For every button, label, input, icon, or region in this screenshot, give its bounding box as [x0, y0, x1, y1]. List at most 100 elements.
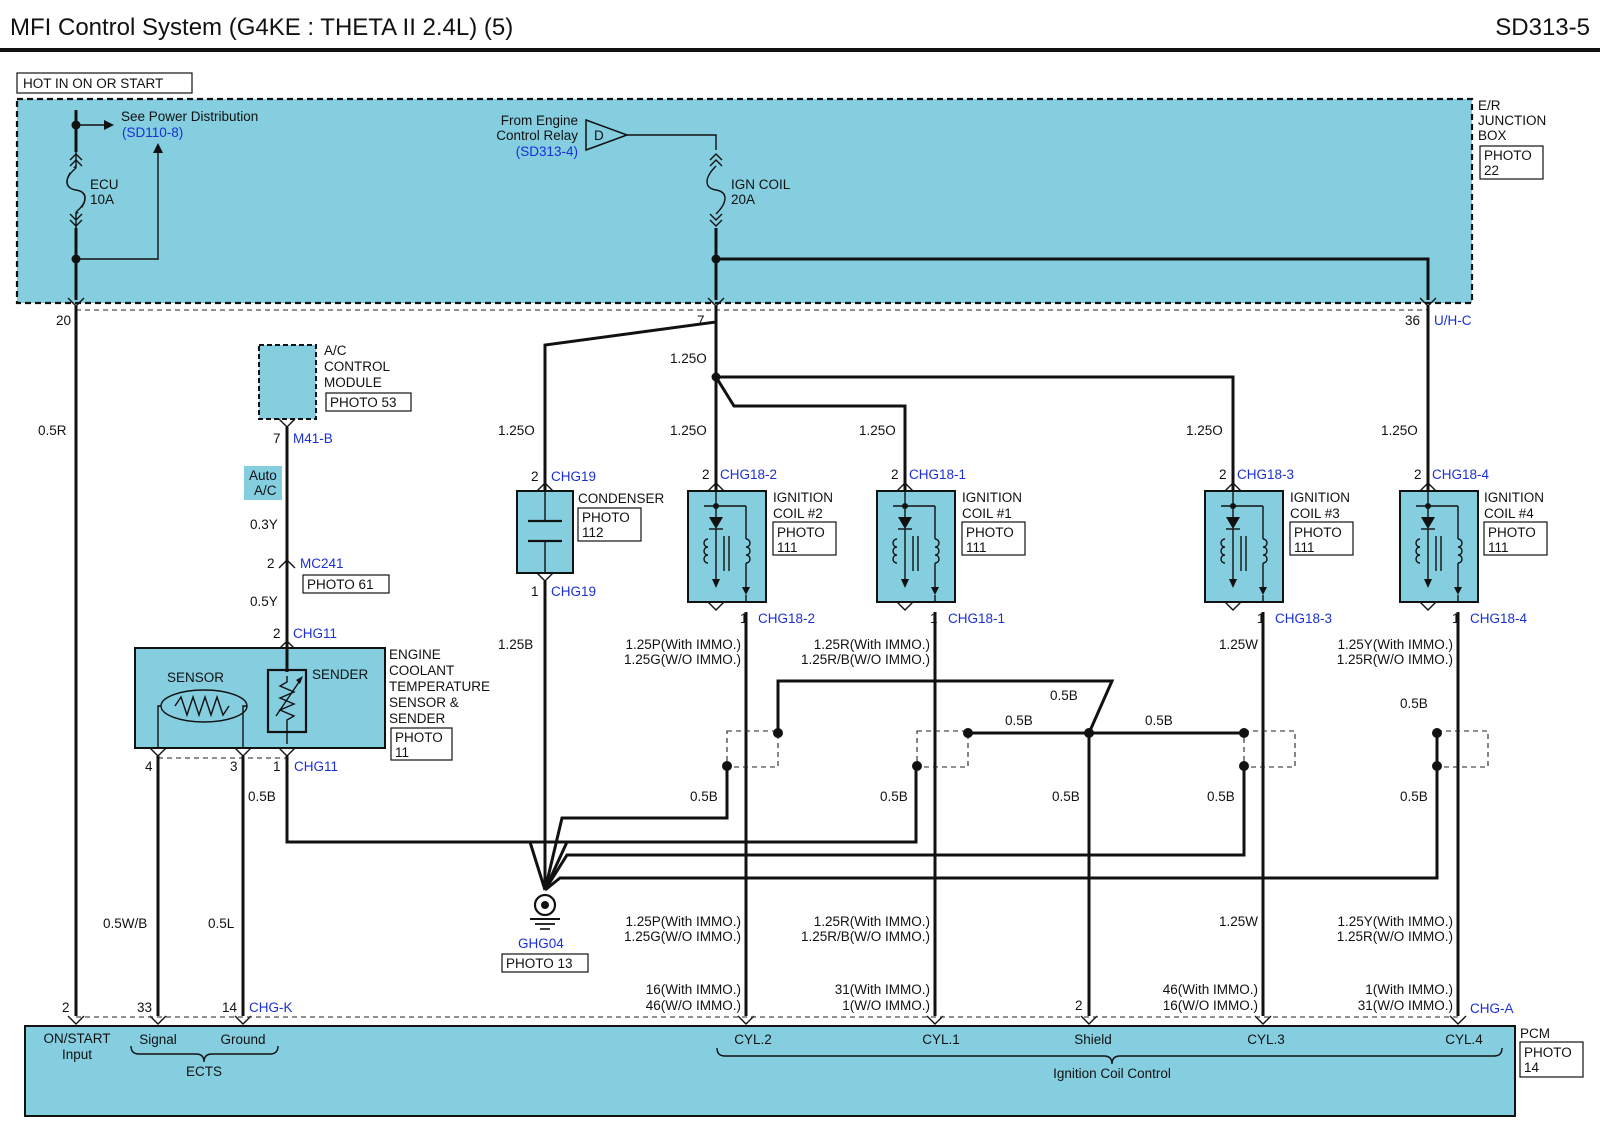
page-title: MFI Control System (G4KE : THETA II 2.4L… [10, 14, 513, 41]
wire-05B-ects: 0.5B [248, 789, 276, 804]
junction-box-label-1: E/R [1478, 98, 1501, 113]
wire-p-1-top: 1.25P(With IMMO.) [625, 637, 741, 652]
wire-125O-c3: 1.25O [1186, 423, 1223, 438]
wire-125O-cond: 1.25O [498, 423, 535, 438]
pcm-conn-k[interactable]: CHG-K [249, 1000, 293, 1015]
coil2-label-2: COIL #2 [773, 506, 823, 521]
wire-05B-shield-l: 0.5B [1005, 713, 1033, 728]
pin-7: 7 [697, 313, 705, 328]
ects-photo-1: PHOTO [395, 730, 443, 745]
arrow-up-icon [153, 143, 163, 153]
coil2-pin-2: 2 [702, 467, 710, 482]
wire-125O-main: 1.25O [670, 351, 707, 366]
coil1-label-2: COIL #1 [962, 506, 1012, 521]
pcm-cyl3-pin-2: 16(W/O IMMO.) [1163, 998, 1258, 1013]
junction-box-label-2: JUNCTION [1478, 113, 1546, 128]
wire-125O-c1: 1.25O [859, 423, 896, 438]
pcm-shield-pin: 2 [1075, 998, 1083, 1013]
coil2-photo-2: 111 [777, 540, 798, 555]
wire-05WB: 0.5W/B [103, 916, 147, 931]
pcm-cyl4-pin-1: 1(With IMMO.) [1365, 982, 1453, 997]
pcm-cyl1-pin-2: 1(W/O IMMO.) [842, 998, 930, 1013]
condenser-photo-1: PHOTO [582, 510, 630, 525]
wire-05B-sh: 0.5B [1052, 789, 1080, 804]
fuse-ign-label-2: 20A [731, 192, 755, 207]
junction-box [15, 97, 1474, 305]
wire-05Y: 0.5Y [250, 594, 278, 609]
relay-ref-1: From Engine [501, 113, 578, 128]
ects-pin-1: 1 [273, 759, 281, 774]
coil3-conn-top[interactable]: CHG18-3 [1237, 467, 1294, 482]
coil3-pin-1: 1 [1257, 611, 1265, 626]
fuse-ign-icon [706, 150, 726, 228]
pcm-pin-2: 2 [62, 1000, 70, 1015]
ects-pin-2: 2 [273, 626, 281, 641]
pcm-ground: Ground [220, 1032, 265, 1047]
wire-03Y: 0.3Y [250, 517, 278, 532]
ground-conn[interactable]: GHG04 [518, 936, 564, 951]
pin-20: 20 [56, 313, 71, 328]
pcm-signal: Signal [139, 1032, 177, 1047]
auto-ac-tag-2: A/C [254, 483, 277, 498]
coil1-symbol [876, 490, 956, 603]
condenser-conn-top[interactable]: CHG19 [551, 469, 596, 484]
pcm-ign-ctrl: Ignition Coil Control [1053, 1066, 1171, 1081]
coil2-conn-bottom[interactable]: CHG18-2 [758, 611, 815, 626]
ects-conn-bottom[interactable]: CHG11 [294, 759, 338, 774]
ects-conn-top[interactable]: CHG11 [293, 626, 337, 641]
coil4-pin-2: 2 [1414, 467, 1422, 482]
conn-uhc: U/H-C [1434, 313, 1472, 328]
fuse-ecu-label-1: ECU [90, 177, 119, 192]
thermistor-icon [157, 689, 248, 748]
ground-photo: PHOTO 13 [506, 956, 573, 971]
pcm-on-start-2: Input [62, 1047, 92, 1062]
ects-pin-3: 3 [230, 759, 238, 774]
pcm-cyl3: CYL.3 [1247, 1032, 1285, 1047]
ac-module-photo: PHOTO 53 [330, 395, 397, 410]
pcm-photo-2: 14 [1524, 1060, 1540, 1075]
wire-y-1-bot: 1.25Y(With IMMO.) [1337, 914, 1453, 929]
ac-control-module [258, 344, 317, 420]
fuse-ecu-label-2: 10A [90, 192, 114, 207]
coil4-photo-2: 111 [1488, 540, 1509, 555]
wire-y-1-top: 1.25Y(With IMMO.) [1337, 637, 1453, 652]
wire-y-2-bot: 1.25R(W/O IMMO.) [1337, 929, 1453, 944]
ac-module-label-2: CONTROL [324, 359, 390, 374]
pcm-conn-a[interactable]: CHG-A [1470, 1001, 1514, 1016]
junction-box-photo-1: PHOTO [1484, 148, 1532, 163]
coil2-label-1: IGNITION [773, 490, 833, 505]
coil4-conn-top[interactable]: CHG18-4 [1432, 467, 1490, 482]
ects-sensor-box [134, 647, 386, 749]
mc241-conn[interactable]: MC241 [300, 556, 344, 571]
ects-label-1: ENGINE [389, 647, 441, 662]
wire-125B: 1.25B [498, 637, 533, 652]
relay-ref-link[interactable]: (SD313-4) [516, 144, 578, 159]
coil1-conn-top[interactable]: CHG18-1 [909, 467, 966, 482]
coil1-conn-bottom[interactable]: CHG18-1 [948, 611, 1005, 626]
power-ref-link[interactable]: (SD110-8) [122, 125, 183, 140]
pcm-pin-33: 33 [137, 1000, 152, 1015]
wire-05B-c2: 0.5B [690, 789, 718, 804]
ects-label-3: TEMPERATURE [389, 679, 490, 694]
coil1-photo-1: PHOTO [966, 525, 1014, 540]
coil1-photo-2: 111 [966, 540, 987, 555]
ac-module-conn[interactable]: M41-B [293, 431, 333, 446]
condenser-conn-bottom[interactable]: CHG19 [551, 584, 596, 599]
pcm-cyl1-pin-1: 31(With IMMO.) [835, 982, 930, 997]
coil2-symbol [687, 490, 767, 603]
wire-r-2-bot: 1.25R/B(W/O IMMO.) [801, 929, 930, 944]
wire-05B-c1: 0.5B [880, 789, 908, 804]
coil-connector-bottom [896, 601, 914, 611]
wire-r-2-top: 1.25R/B(W/O IMMO.) [801, 652, 930, 667]
wire-05B-shield-r: 0.5B [1145, 713, 1173, 728]
coil4-pin-1: 1 [1452, 611, 1460, 626]
ac-module-pin: 7 [273, 431, 281, 446]
coil3-conn-bottom[interactable]: CHG18-3 [1275, 611, 1332, 626]
coil3-pin-2: 2 [1219, 467, 1227, 482]
coil4-conn-bottom[interactable]: CHG18-4 [1470, 611, 1528, 626]
coil1-pin-2: 2 [891, 467, 899, 482]
ground-icon [530, 893, 560, 930]
coil4-symbol [1399, 490, 1479, 603]
wire-p-2-bot: 1.25G(W/O IMMO.) [624, 929, 741, 944]
coil2-conn-top[interactable]: CHG18-2 [720, 467, 777, 482]
